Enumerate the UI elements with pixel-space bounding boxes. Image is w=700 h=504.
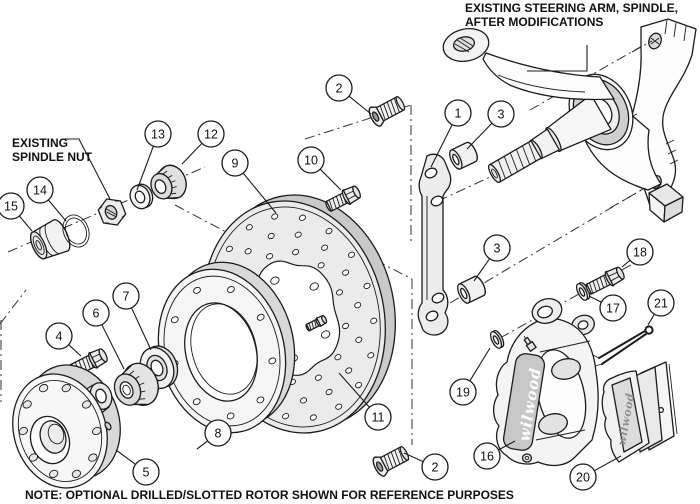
callout-1: 1	[430, 99, 472, 168]
callout-14: 14	[26, 176, 67, 222]
outer-bearing	[150, 164, 187, 200]
callout-7: 7	[112, 282, 152, 351]
adapter-stud	[305, 315, 328, 332]
svg-text:12: 12	[204, 127, 218, 141]
countersunk-bolt-2a	[368, 96, 406, 127]
countersunk-bolt-2b	[372, 446, 410, 477]
hub	[12, 364, 121, 489]
spacer-3b	[457, 275, 486, 304]
callout-16: 16	[473, 440, 516, 470]
callout-5: 5	[115, 449, 160, 486]
cotter-pin	[592, 325, 654, 367]
label-spindle-nut: EXISTING SPINDLE NUT	[12, 136, 111, 200]
callout-10: 10	[297, 146, 342, 191]
spindle-nut	[97, 198, 127, 226]
spacer-3a	[449, 141, 478, 170]
spindle-washer	[129, 183, 154, 210]
svg-text:21: 21	[654, 296, 668, 310]
svg-text:3: 3	[494, 241, 501, 255]
callout-20: 20	[569, 455, 622, 491]
callout-2: 2	[403, 452, 449, 481]
svg-text:14: 14	[33, 183, 47, 197]
svg-text:18: 18	[633, 245, 647, 259]
callout-19: 19	[449, 347, 491, 406]
footnote: NOTE: OPTIONAL DRILLED/SLOTTED ROTOR SHO…	[25, 488, 514, 502]
callout-3: 3	[466, 100, 515, 150]
callout-13: 13	[136, 120, 172, 191]
svg-text:5: 5	[143, 465, 150, 479]
label-steering-line2: AFTER MODIFICATIONS	[465, 15, 603, 29]
svg-text:3: 3	[498, 107, 505, 121]
svg-text:7: 7	[123, 289, 130, 303]
adapter-bolt-holes	[170, 286, 277, 420]
callout-6: 6	[82, 299, 125, 370]
label-leader	[527, 45, 588, 72]
svg-text:13: 13	[151, 127, 165, 141]
dust-cap	[29, 219, 71, 260]
bleed-screw	[523, 335, 537, 352]
hub-stud-holes	[18, 383, 102, 479]
construction-overlay	[609, 40, 653, 209]
svg-text:9: 9	[232, 156, 239, 170]
callout-8: 8	[196, 419, 232, 450]
svg-text:19: 19	[456, 385, 470, 399]
callout-21: 21	[647, 289, 675, 326]
spindle-shaft	[487, 94, 612, 183]
svg-text:4: 4	[56, 329, 63, 343]
svg-text:6: 6	[93, 306, 100, 320]
brake-pads: wilwood	[601, 361, 678, 463]
callout-18: 18	[621, 238, 654, 268]
label-spindle-nut-line2: SPINDLE NUT	[12, 150, 93, 164]
callout-9: 9	[221, 149, 277, 214]
svg-text:17: 17	[606, 301, 620, 315]
svg-text:15: 15	[4, 199, 18, 213]
label-steering: EXISTING STEERING ARM, SPINDLE, AFTER MO…	[465, 1, 678, 72]
svg-text:16: 16	[480, 449, 494, 463]
svg-text:1: 1	[455, 106, 462, 120]
mount-bolt-18	[585, 266, 625, 295]
svg-text:11: 11	[372, 410, 385, 424]
caliper-bracket	[417, 153, 452, 336]
callout-15: 15	[0, 192, 33, 232]
svg-text:20: 20	[576, 470, 590, 484]
steering-arm	[442, 27, 615, 101]
callout-4: 4	[45, 322, 82, 357]
washer-19	[489, 329, 505, 349]
callout-3: 3	[473, 234, 511, 282]
callout-2: 2	[325, 74, 372, 115]
svg-text:2: 2	[432, 460, 439, 474]
label-spindle-nut-line1: EXISTING	[12, 136, 68, 150]
callout-17: 17	[588, 294, 627, 322]
label-steering-line1: EXISTING STEERING ARM, SPINDLE,	[465, 1, 678, 15]
rotor-adapter	[157, 261, 296, 434]
svg-text:2: 2	[336, 81, 343, 95]
inner-bearing	[113, 362, 159, 406]
callout-11: 11	[338, 372, 392, 431]
svg-text:10: 10	[304, 153, 318, 167]
callout-12: 12	[181, 120, 225, 165]
o-ring	[62, 214, 90, 248]
svg-text:8: 8	[215, 426, 222, 440]
rotor-bolt-10	[325, 185, 361, 212]
caliper: wilwood	[492, 298, 599, 467]
label-leader	[64, 138, 111, 200]
